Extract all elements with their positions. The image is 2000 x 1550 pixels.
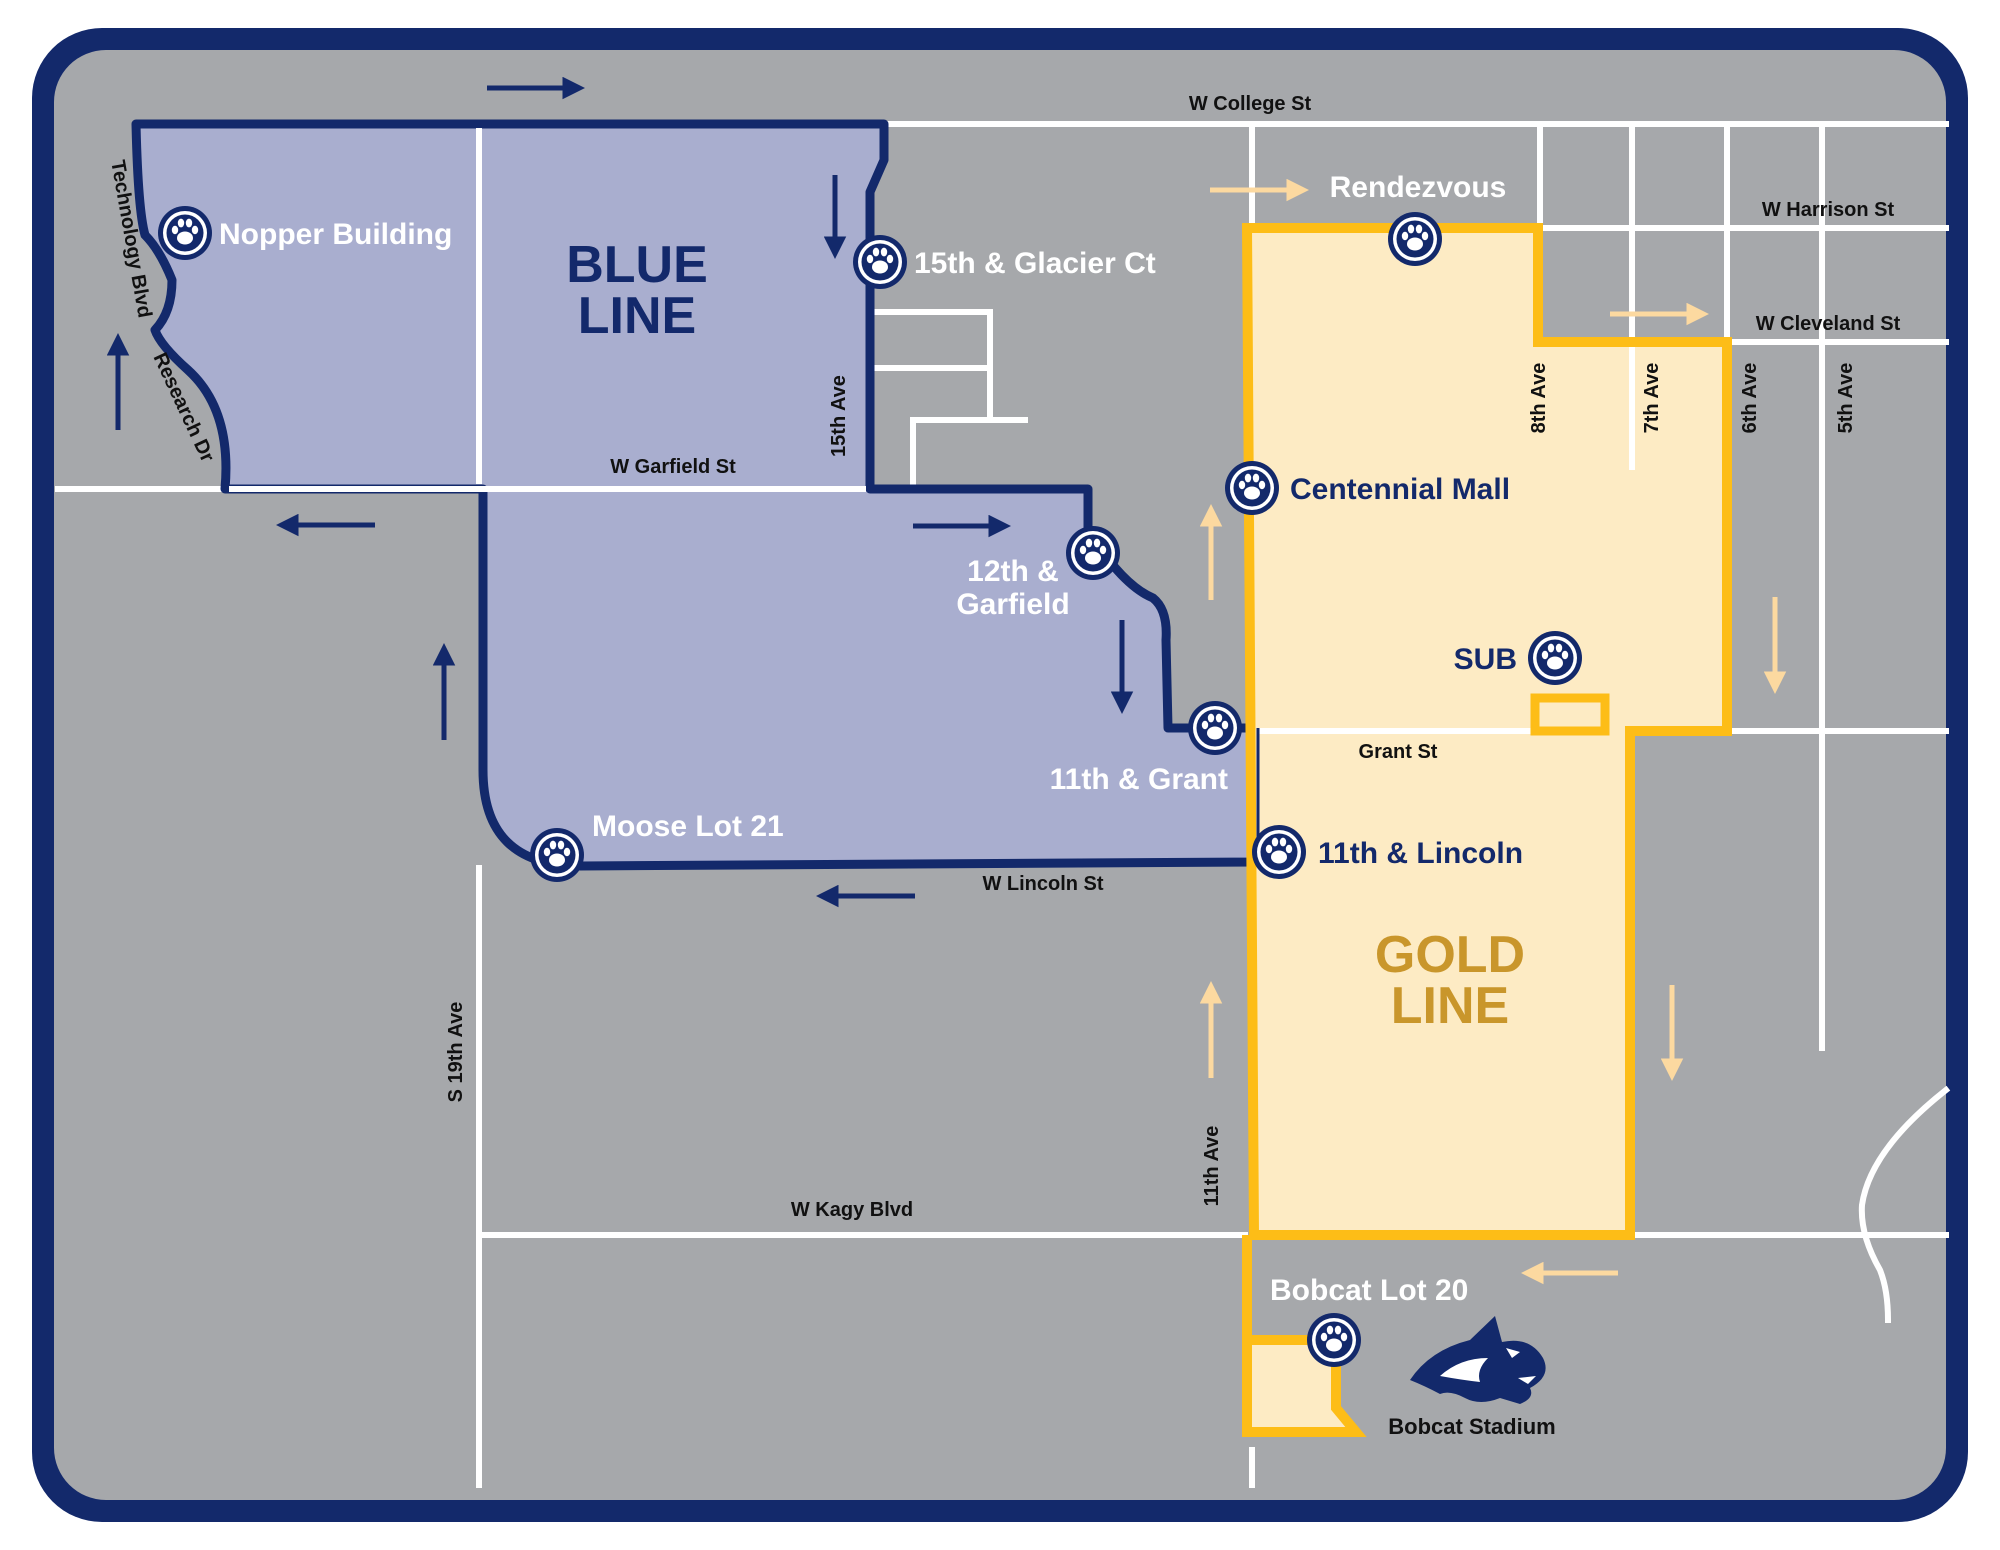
stop-nopper-building[interactable]: Nopper Building: [158, 206, 452, 260]
stop-label: 11th & Lincoln: [1318, 837, 1523, 870]
stop-11th-lincoln[interactable]: 11th & Lincoln: [1252, 825, 1523, 879]
street-label-w-kagy: W Kagy Blvd: [791, 1199, 913, 1221]
stop-label: Centennial Mall: [1290, 473, 1510, 506]
stop-moose-lot-21[interactable]: Moose Lot 21: [530, 810, 784, 882]
stop-label: Garfield: [956, 588, 1069, 621]
stop-label: 12th &: [967, 555, 1059, 588]
stop-12th-garfield[interactable]: 12th & Garfield: [956, 526, 1120, 621]
street-label-15th-ave: 15th Ave: [828, 375, 850, 457]
stop-11th-grant[interactable]: 11th & Grant: [1050, 701, 1242, 796]
paw-print-icon: [530, 828, 584, 882]
blue-line-inner-roads: [229, 128, 866, 492]
blue-direction-arrows: [106, 76, 1134, 908]
stop-label: 15th & Glacier Ct: [914, 247, 1156, 280]
paw-print-icon: [1252, 825, 1306, 879]
gold-sub-loop: [1530, 693, 1610, 736]
paw-print-icon: [1188, 701, 1242, 755]
gold-line-title: LINE: [1391, 977, 1509, 1035]
blue-line-route[interactable]: [131, 119, 1263, 871]
street-label-19th-ave: S 19th Ave: [445, 1002, 467, 1103]
street-label-6th-ave: 6th Ave: [1739, 363, 1761, 434]
paw-print-icon: [1225, 461, 1279, 515]
street-label-w-lincoln: W Lincoln St: [982, 873, 1103, 895]
stop-rendezvous[interactable]: Rendezvous: [1330, 171, 1507, 266]
stop-label: Moose Lot 21: [592, 810, 784, 843]
stop-centennial-mall[interactable]: Centennial Mall: [1225, 461, 1510, 515]
gold-line-inner-roads: [1259, 347, 1635, 734]
stop-label: Bobcat Lot 20: [1270, 1274, 1468, 1307]
stop-label: 11th & Grant: [1050, 763, 1228, 796]
bobcat-head-icon: [1410, 1316, 1546, 1404]
paw-print-icon: [853, 235, 907, 289]
blue-line-title: BLUE: [566, 236, 708, 294]
stop-bobcat-lot-20[interactable]: Bobcat Lot 20: [1270, 1274, 1468, 1367]
stop-sub[interactable]: SUB: [1454, 631, 1582, 685]
street-label-w-harrison: W Harrison St: [1762, 199, 1895, 221]
street-label-8th-ave: 8th Ave: [1528, 363, 1550, 434]
street-label-grant: Grant St: [1359, 741, 1438, 763]
street-label-w-cleveland: W Cleveland St: [1756, 313, 1901, 335]
stadium-label: Bobcat Stadium: [1388, 1414, 1555, 1439]
street-label-w-garfield: W Garfield St: [610, 456, 736, 478]
blue-line-title: LINE: [578, 287, 696, 345]
street-label-w-college: W College St: [1189, 93, 1312, 115]
paw-print-icon: [1066, 526, 1120, 580]
stop-label: SUB: [1454, 643, 1517, 676]
paw-print-icon: [158, 206, 212, 260]
stop-label: Nopper Building: [219, 218, 452, 251]
stop-15th-glacier[interactable]: 15th & Glacier Ct: [853, 235, 1156, 289]
street-label-11th-ave: 11th Ave: [1201, 1126, 1223, 1207]
gold-direction-arrows: [1199, 178, 1787, 1285]
paw-print-icon: [1388, 212, 1442, 266]
gold-line-title: GOLD: [1375, 926, 1525, 984]
stop-label: Rendezvous: [1330, 171, 1507, 204]
street-label-5th-ave: 5th Ave: [1835, 363, 1857, 434]
paw-print-icon: [1307, 1313, 1361, 1367]
paw-print-icon: [1528, 631, 1582, 685]
street-label-7th-ave: 7th Ave: [1641, 363, 1663, 434]
